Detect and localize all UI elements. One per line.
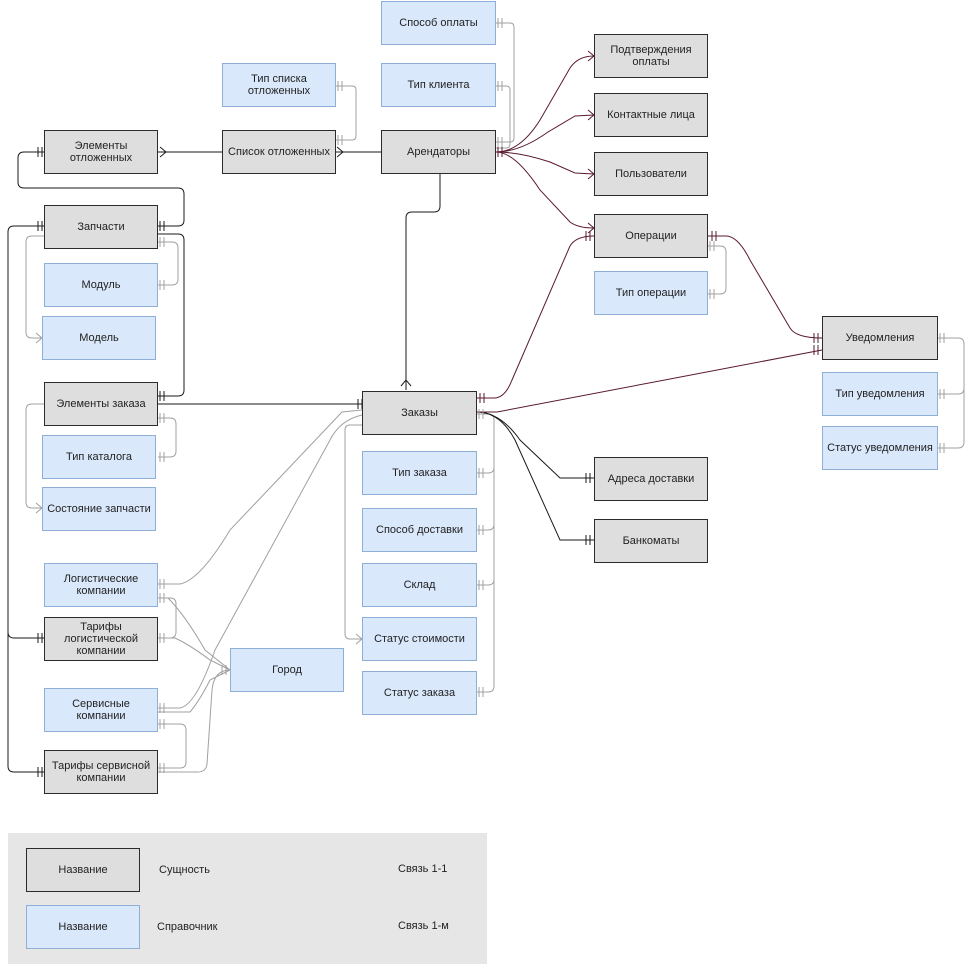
entity-kontaktnye-lica[interactable]: Контактные лица: [594, 93, 708, 137]
entity-polzovateli[interactable]: Пользователи: [594, 152, 708, 196]
ref-tip-zakaza[interactable]: Тип заказа: [362, 451, 477, 495]
link-sposob-oplaty: [496, 22, 515, 143]
link-arendatory-operacii: [495, 151, 595, 229]
entity-podtverzhdeniya-oplaty[interactable]: Подтверждения оплаты: [594, 34, 708, 78]
entity-uvedomleniya[interactable]: Уведомления: [822, 316, 938, 360]
entity-bankomaty[interactable]: Банкоматы: [594, 519, 708, 563]
ref-model[interactable]: Модель: [42, 316, 156, 360]
link-model: [25, 235, 158, 339]
link-sostoyanie: [25, 403, 44, 509]
ref-status-zakaza[interactable]: Статус заказа: [362, 671, 477, 715]
link-logist-gorod: [158, 597, 231, 671]
link-servis-gorod: [158, 669, 231, 713]
link-elementy-zapchasti: [17, 151, 185, 227]
legend-one-many-label: Связь 1-м: [398, 920, 449, 932]
link-arendatory-podtverzhdeniya: [495, 55, 595, 153]
link-sposob-dostavki: [477, 420, 495, 531]
link-arendatory-zakazy: [405, 174, 441, 390]
link-tip-zakaza: [477, 413, 495, 474]
ref-status-stoimosti[interactable]: Статус стоимости: [362, 617, 477, 661]
entity-operacii[interactable]: Операции: [594, 214, 708, 258]
link-arendatory-polzovateli: [495, 151, 595, 175]
link-tarify-servis-gorod: [158, 669, 231, 773]
link-operacii-uvedomleniya: [708, 235, 823, 339]
link-tarify-logist-gorod: [158, 637, 231, 671]
link-tip-kataloga: [158, 417, 177, 458]
notification-links: [477, 55, 823, 413]
ref-sposob-oplaty[interactable]: Способ оплаты: [381, 1, 496, 45]
entity-elementy-zakaza[interactable]: Элементы заказа: [44, 382, 158, 426]
link-modul: [158, 241, 179, 286]
legend-entity-label: Сущность: [159, 864, 210, 876]
reference-links: [25, 22, 965, 773]
link-zakazy-uvedomleniya: [477, 349, 823, 413]
ref-tip-uvedomleniya[interactable]: Тип уведомления: [822, 372, 938, 416]
ref-gorod[interactable]: Город: [230, 648, 344, 692]
link-zakazy-bankomaty: [476, 411, 594, 541]
legend-ref-label: Справочник: [157, 921, 218, 933]
link-status-uvedomleniya: [938, 344, 965, 449]
ref-sklad[interactable]: Склад: [362, 563, 477, 607]
link-tip-klienta: [496, 85, 511, 149]
ref-sposob-dostavki[interactable]: Способ доставки: [362, 508, 477, 552]
entity-spisok-otlozhennyh[interactable]: Список отложенных: [222, 130, 336, 174]
legend-entity-sample: Название: [26, 848, 140, 892]
cardinality-markers-gray: [35, 18, 945, 773]
link-arendatory-kontakty: [495, 114, 595, 153]
link-servis-zakazy: [158, 414, 363, 709]
link-logist-zakazy: [158, 409, 363, 585]
ref-tip-operacii[interactable]: Тип операции: [594, 271, 708, 315]
link-zakazy-operacii: [477, 235, 595, 399]
link-tip-operacii: [708, 245, 727, 295]
link-zapchasti-elementy-zakaza: [158, 233, 185, 397]
link-zakazy-adresa: [476, 411, 594, 479]
entity-arendatory[interactable]: Арендаторы: [381, 130, 496, 174]
legend-ref-sample: Название: [26, 905, 140, 949]
ref-logisticheskie-kompanii[interactable]: Логистические компании: [44, 563, 158, 607]
link-zapchasti-tarify-logist: [7, 225, 44, 639]
ref-modul[interactable]: Модуль: [44, 263, 158, 307]
ref-tip-kataloga[interactable]: Тип каталога: [42, 435, 156, 479]
entity-zakazy[interactable]: Заказы: [362, 391, 477, 435]
legend-one-one-label: Связь 1-1: [398, 863, 448, 875]
entity-zapchasti[interactable]: Запчасти: [44, 205, 158, 249]
link-status-zakaza: [477, 420, 495, 693]
cardinality-markers: [37, 146, 591, 777]
link-sklad: [477, 420, 495, 586]
entity-adresa-dostavki[interactable]: Адреса доставки: [594, 457, 708, 501]
ref-sostoyanie-zapchasti[interactable]: Состояние запчасти: [42, 487, 156, 531]
cardinality-markers-maroon: [479, 50, 819, 403]
link-tip-spiska: [336, 85, 357, 141]
ref-tip-spiska-otlozhennyh[interactable]: Тип списка отложенных: [222, 63, 336, 107]
ref-status-uvedomleniya[interactable]: Статус уведомления: [822, 426, 938, 470]
link-zapchasti-tarify-servis: [7, 632, 44, 773]
entity-tarify-servis[interactable]: Тарифы сервисной компании: [44, 750, 158, 794]
ref-servisnye-kompanii[interactable]: Сервисные компании: [44, 688, 158, 732]
entity-elementy-otlozhennyh[interactable]: Элементы отложенных: [44, 130, 158, 174]
entity-tarify-logist[interactable]: Тарифы логистической компании: [44, 617, 158, 661]
link-tip-uvedomleniya: [938, 337, 965, 395]
link-servis-tarify: [158, 723, 187, 769]
link-status-stoimosti: [344, 424, 362, 640]
ref-tip-klienta[interactable]: Тип клиента: [381, 63, 496, 107]
